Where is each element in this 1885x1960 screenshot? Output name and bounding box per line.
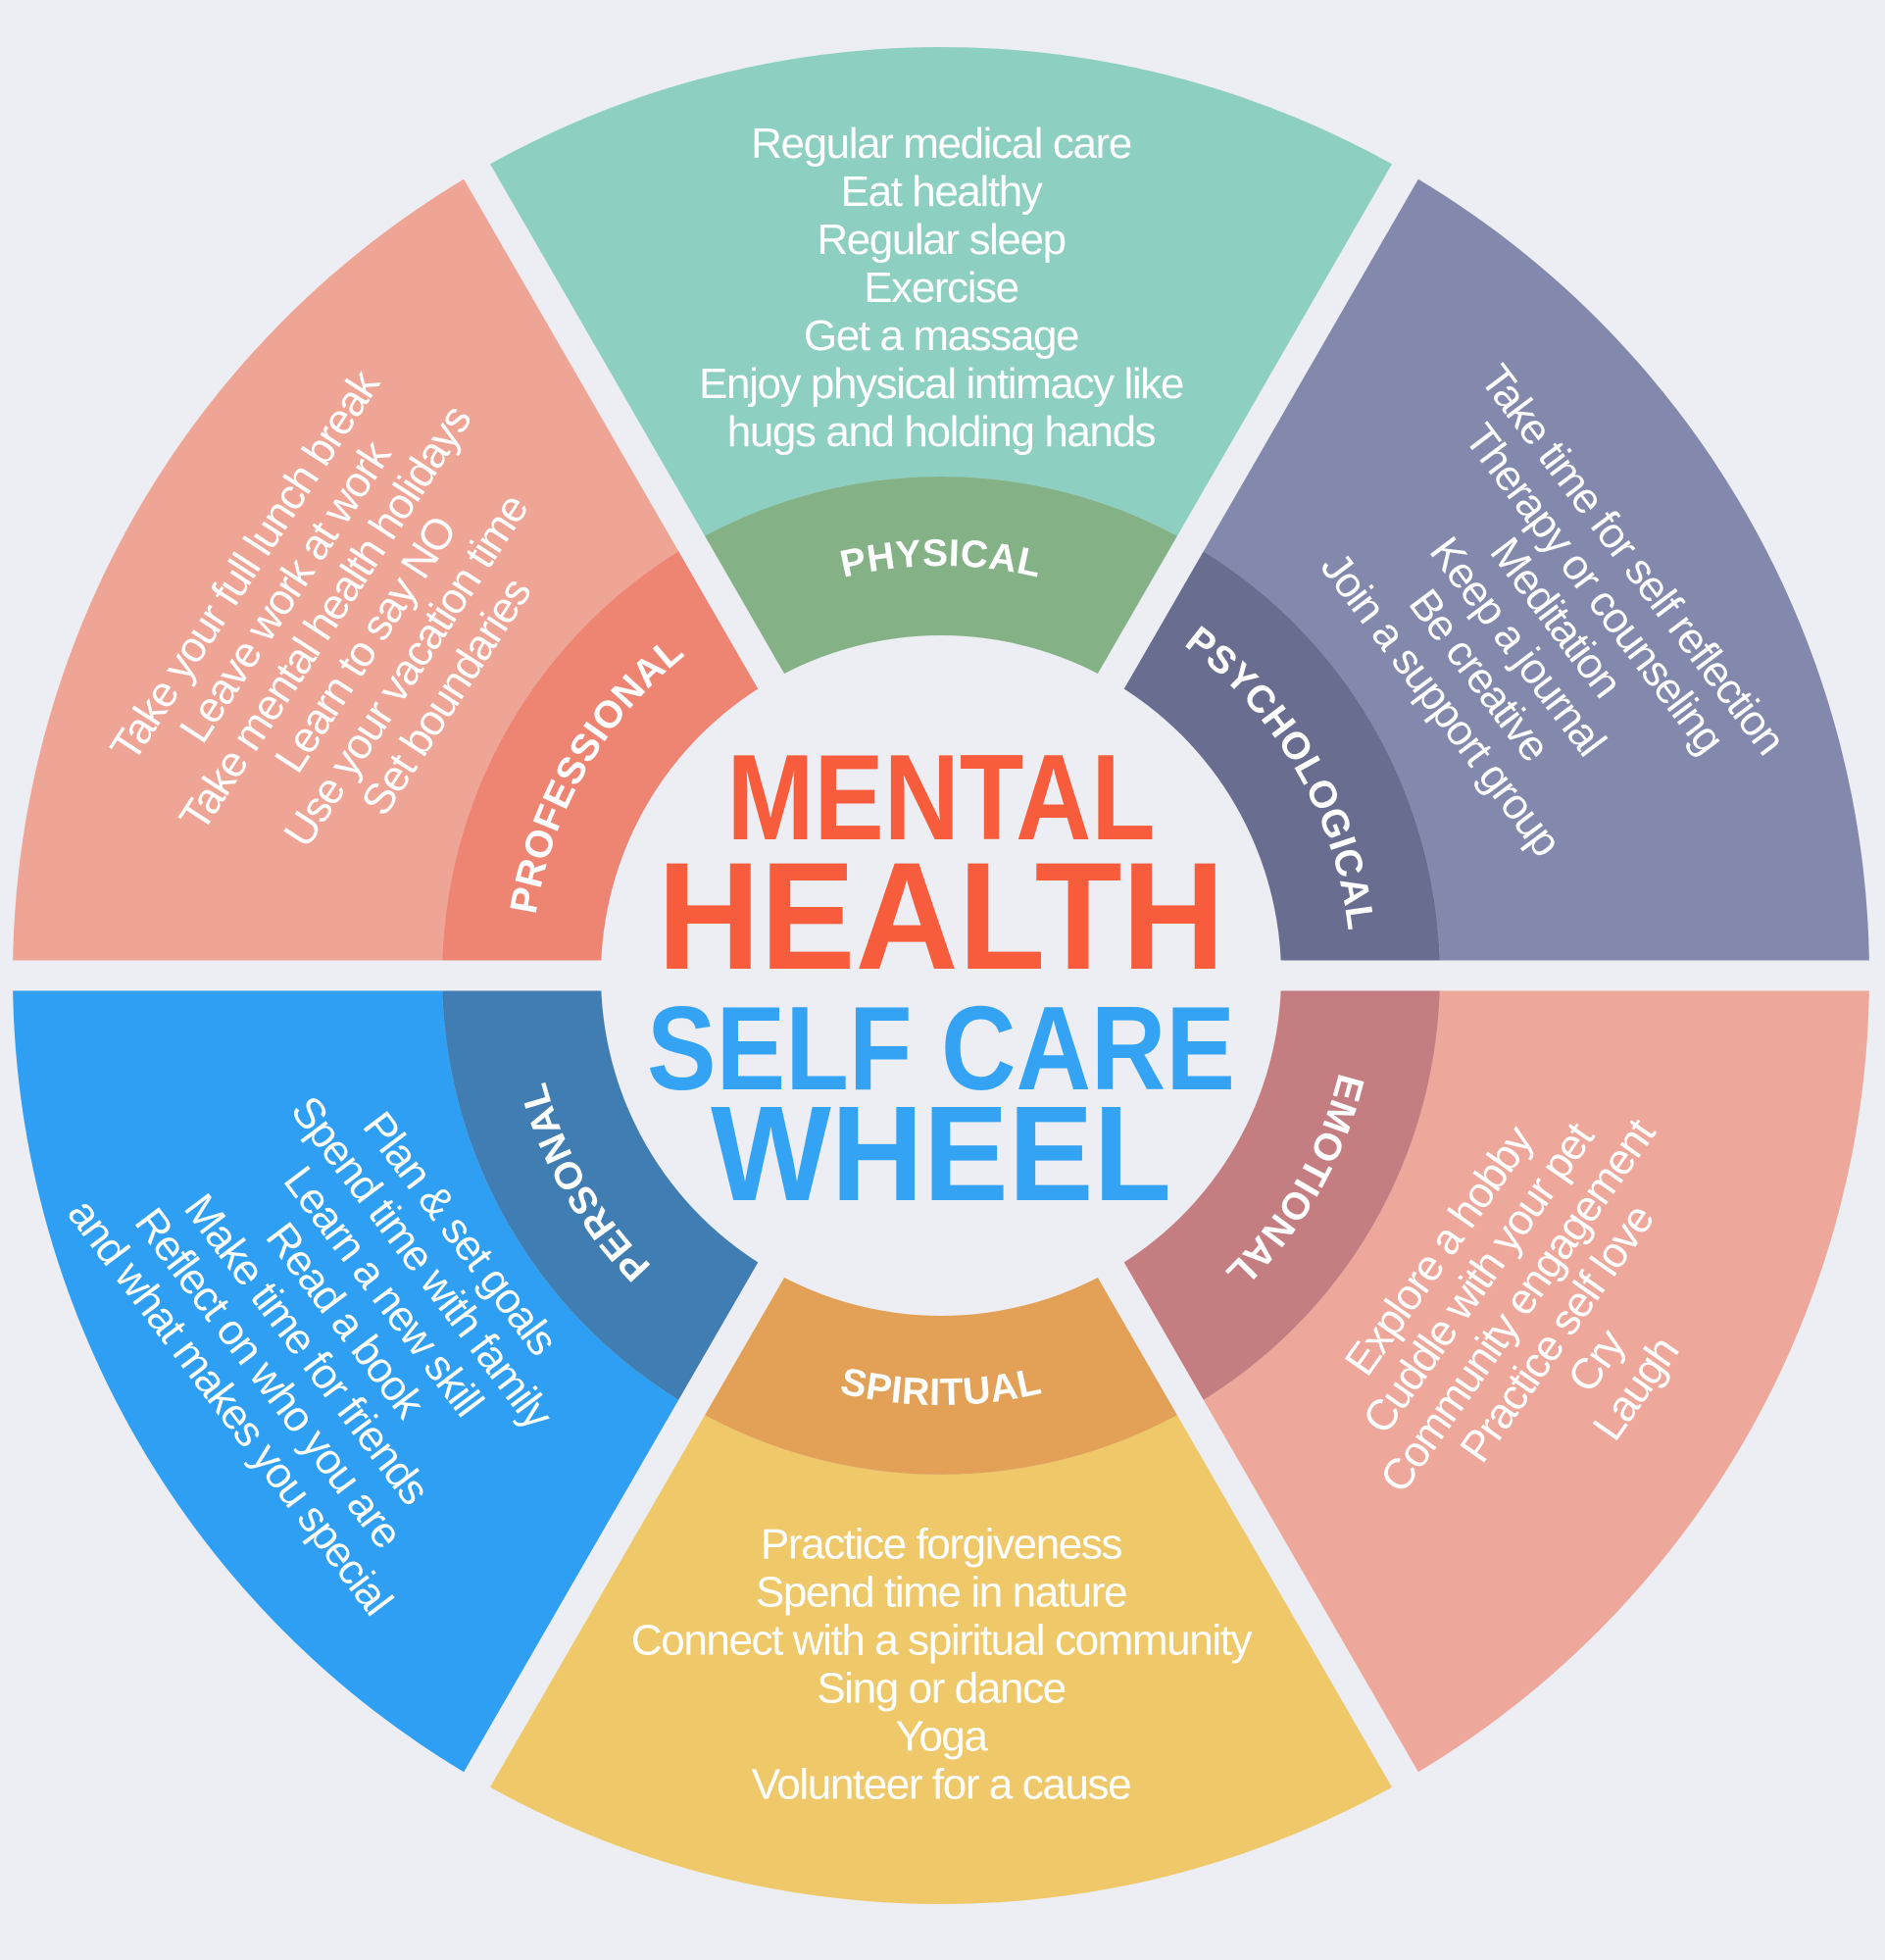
sector-spiritual-tip-line: Practice forgiveness [761,1521,1122,1569]
sector-personal-outer-band [13,976,692,1781]
sector-emotional-inner-band [1111,976,1440,1408]
sector-emotional-outer-band [1190,976,1869,1781]
sector-personal-inner-band [442,976,771,1408]
sector-psychological-outer-band [1190,171,1869,976]
sector-psychological-inner-band [1111,543,1440,976]
sector-physical-tip-line: Exercise [864,264,1018,312]
sector-physical-tip-line: Regular sleep [817,216,1065,264]
sector-spiritual-tip-line: Connect with a spiritual community [631,1617,1253,1665]
sector-physical-tip-line: Get a massage [804,312,1078,360]
sector-spiritual-tip-line: Spend time in nature [756,1569,1126,1617]
title-line-2: HEALTH [658,831,1225,1002]
sector-physical-tip-line: hugs and holding hands [727,408,1156,456]
sector-spiritual-tip-line: Sing or dance [817,1665,1065,1713]
sector-divider-line [455,148,1427,1803]
sector-physical-outer-band [476,47,1406,544]
sector-physical-tip-line: Enjoy physical intimacy like [699,360,1183,408]
title-line-3: SELF CARE [647,981,1235,1115]
sector-physical-tip-line: Regular medical care [751,120,1131,168]
sector-professional-outer-band [13,171,692,976]
sector-spiritual-tip-line: Volunteer for a cause [752,1761,1130,1809]
sector-physical-tip-line: Eat healthy [841,168,1043,216]
title-line-1: MENTAL [727,730,1156,866]
sector-spiritual-tip-line: Yoga [895,1713,988,1761]
sector-spiritual-outer-band [476,1407,1406,1904]
title-line-4: WHEEL [711,1079,1171,1230]
sector-physical-inner-band [691,477,1191,681]
sector-professional-inner-band [442,543,771,976]
sector-spiritual-inner-band [691,1270,1191,1475]
